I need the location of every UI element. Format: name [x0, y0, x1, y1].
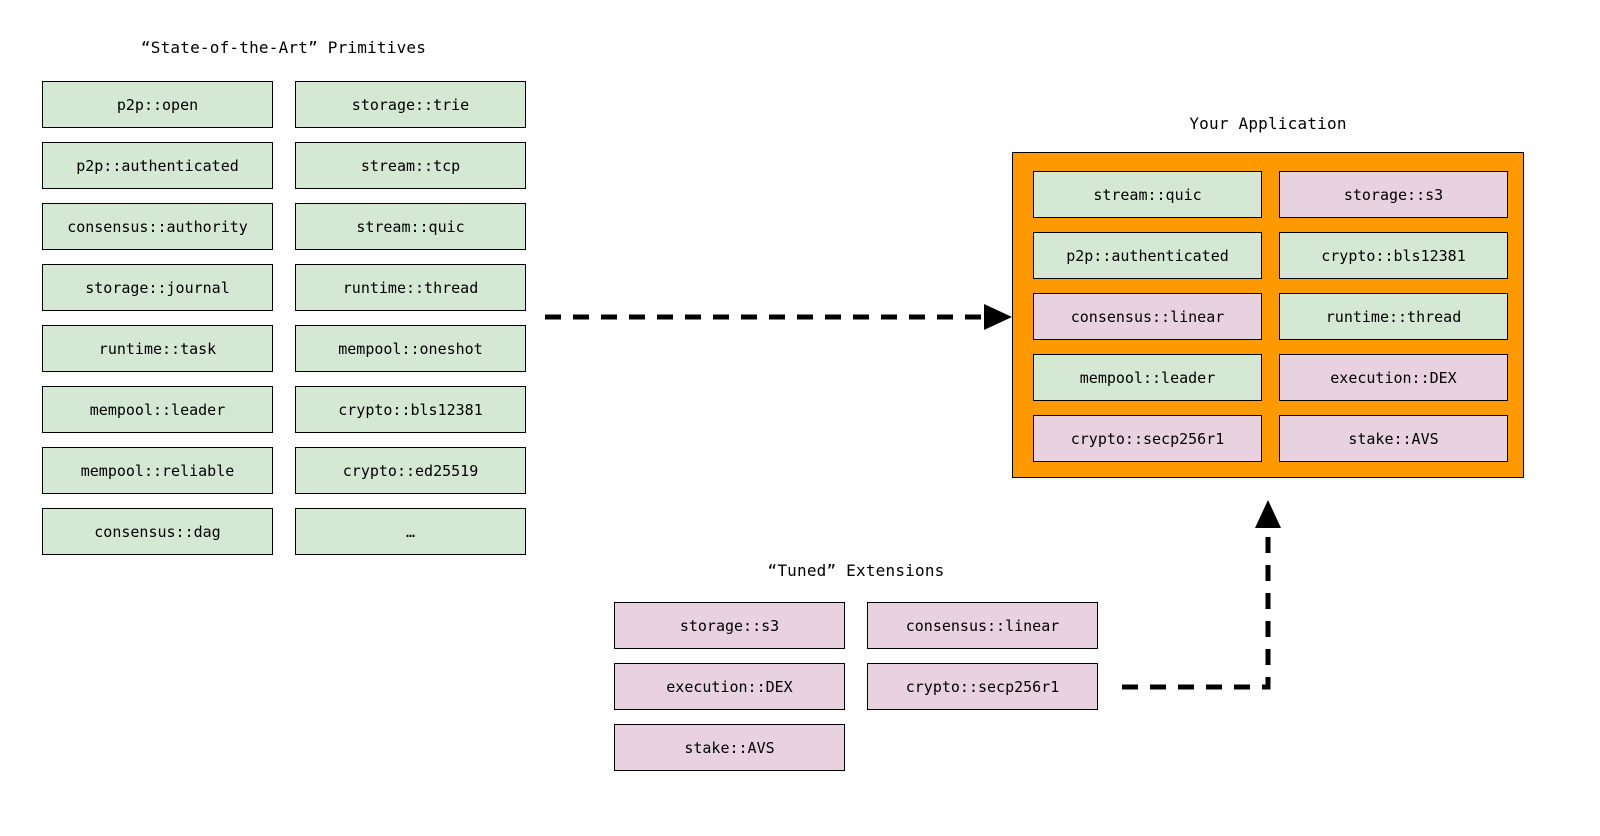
application-module-box-1[interactable]: stream::quic — [1033, 171, 1262, 218]
sota-primitive-box-6[interactable]: crypto::bls12381 — [295, 386, 526, 433]
application-module-box-label: runtime::thread — [1325, 307, 1462, 326]
sota-primitive-box-2[interactable]: p2p::authenticated — [42, 142, 273, 189]
tuned-extension-box-label: stake::AVS — [684, 738, 775, 757]
sota-primitive-box-8[interactable]: … — [295, 508, 526, 555]
sota-primitive-box-1[interactable]: p2p::open — [42, 81, 273, 128]
sota-primitive-box-5[interactable]: mempool::oneshot — [295, 325, 526, 372]
arrow-shaft-elbow — [1122, 527, 1271, 690]
sota-primitive-box-label: … — [405, 522, 416, 541]
sota-primitive-box-4[interactable]: runtime::thread — [295, 264, 526, 311]
application-module-box-label: mempool::leader — [1079, 368, 1216, 387]
sota-primitive-box-5[interactable]: runtime::task — [42, 325, 273, 372]
sota-primitive-box-label: consensus::dag — [94, 522, 221, 541]
application-module-box-label: p2p::authenticated — [1066, 246, 1229, 265]
application-module-box-label: storage::s3 — [1343, 185, 1444, 204]
tuned-extensions-title: “Tuned” Extensions — [767, 561, 945, 580]
tuned-extension-box-1[interactable]: storage::s3 — [614, 602, 845, 649]
sota-primitive-box-label: runtime::task — [98, 339, 217, 358]
tuned-extension-box-label: consensus::linear — [905, 616, 1060, 635]
application-module-box-label: consensus::linear — [1070, 307, 1225, 326]
sota-primitive-box-7[interactable]: mempool::reliable — [42, 447, 273, 494]
application-module-box-label: stake::AVS — [1348, 429, 1439, 448]
arrow-extensions-to-application — [1122, 500, 1281, 690]
application-module-box-5[interactable]: crypto::secp256r1 — [1033, 415, 1262, 462]
application-module-box-5[interactable]: stake::AVS — [1279, 415, 1508, 462]
sota-primitive-box-4[interactable]: storage::journal — [42, 264, 273, 311]
tuned-extension-box-1[interactable]: consensus::linear — [867, 602, 1098, 649]
sota-primitive-box-label: p2p::open — [116, 95, 199, 114]
tuned-extension-box-2[interactable]: crypto::secp256r1 — [867, 663, 1098, 710]
sota-primitive-box-label: stream::tcp — [360, 156, 461, 175]
application-module-box-2[interactable]: p2p::authenticated — [1033, 232, 1262, 279]
arrow-head-right — [984, 304, 1012, 330]
sota-primitive-box-label: consensus::authority — [67, 217, 248, 236]
tuned-extension-box-label: crypto::secp256r1 — [905, 677, 1060, 696]
sota-primitive-box-2[interactable]: stream::tcp — [295, 142, 526, 189]
application-module-box-label: execution::DEX — [1330, 368, 1457, 387]
application-module-box-label: crypto::secp256r1 — [1070, 429, 1225, 448]
tuned-extension-box-label: storage::s3 — [679, 616, 780, 635]
tuned-extension-box-label: execution::DEX — [666, 677, 793, 696]
tuned-extension-box-2[interactable]: execution::DEX — [614, 663, 845, 710]
application-module-box-label: crypto::bls12381 — [1321, 246, 1466, 265]
sota-primitive-box-label: mempool::reliable — [80, 461, 235, 480]
sota-primitive-box-label: mempool::leader — [89, 400, 226, 419]
sota-primitive-box-7[interactable]: crypto::ed25519 — [295, 447, 526, 494]
application-module-box-label: stream::quic — [1093, 185, 1202, 204]
sota-primitive-box-label: mempool::oneshot — [338, 339, 483, 358]
arrow-primitives-to-application — [545, 304, 1012, 330]
application-module-box-3[interactable]: runtime::thread — [1279, 293, 1508, 340]
sota-primitive-box-3[interactable]: consensus::authority — [42, 203, 273, 250]
sota-primitive-box-8[interactable]: consensus::dag — [42, 508, 273, 555]
sota-primitive-box-label: p2p::authenticated — [76, 156, 239, 175]
sota-primitive-box-label: crypto::bls12381 — [338, 400, 483, 419]
sota-primitive-box-6[interactable]: mempool::leader — [42, 386, 273, 433]
sota-primitive-box-label: runtime::thread — [342, 278, 479, 297]
sota-primitive-box-label: storage::trie — [351, 95, 470, 114]
arrow-head-up — [1255, 500, 1281, 528]
application-module-box-4[interactable]: mempool::leader — [1033, 354, 1262, 401]
application-module-box-3[interactable]: consensus::linear — [1033, 293, 1262, 340]
sota-primitive-box-1[interactable]: storage::trie — [295, 81, 526, 128]
tuned-extension-box-3[interactable]: stake::AVS — [614, 724, 845, 771]
sota-primitive-box-label: storage::journal — [85, 278, 230, 297]
application-module-box-1[interactable]: storage::s3 — [1279, 171, 1508, 218]
sota-primitive-box-label: crypto::ed25519 — [342, 461, 479, 480]
sota-primitive-box-label: stream::quic — [356, 217, 465, 236]
sota-primitive-box-3[interactable]: stream::quic — [295, 203, 526, 250]
your-application-title: Your Application — [1189, 114, 1347, 133]
application-module-box-2[interactable]: crypto::bls12381 — [1279, 232, 1508, 279]
sota-primitives-title: “State-of-the-Art” Primitives — [140, 38, 427, 57]
application-module-box-4[interactable]: execution::DEX — [1279, 354, 1508, 401]
